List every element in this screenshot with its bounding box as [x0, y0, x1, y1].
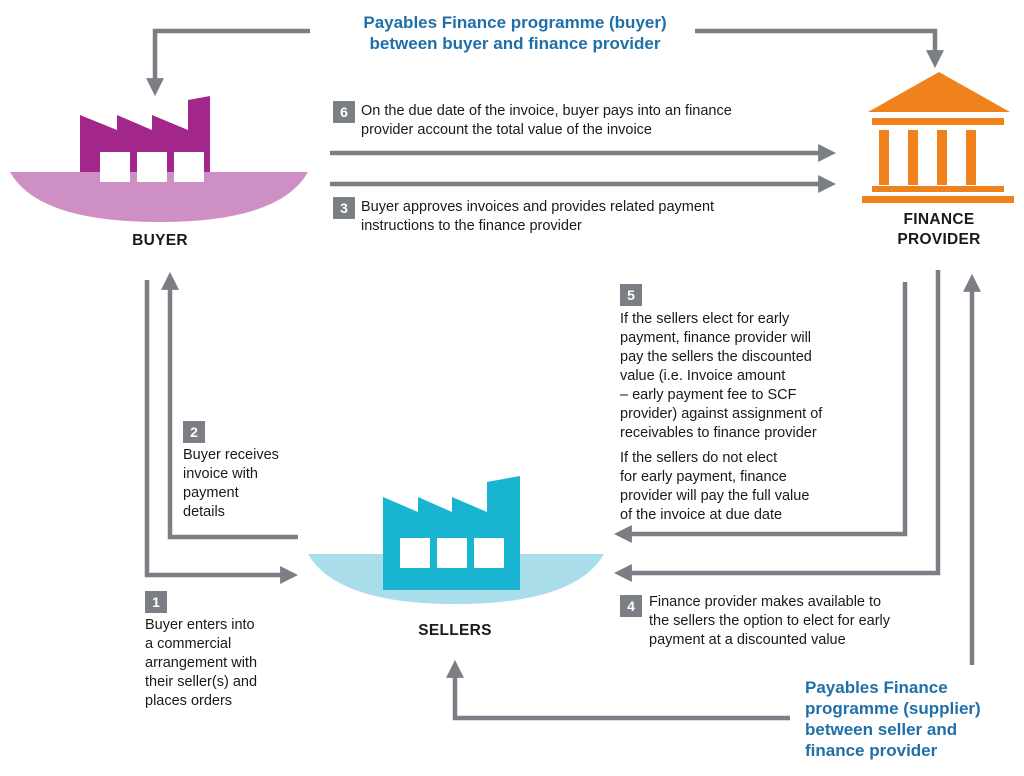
step-5-text: If the sellers elect for early payment, … [620, 311, 823, 441]
sellers-factory-icon [308, 476, 604, 604]
step-5: 5 If the sellers elect for early payment… [620, 284, 890, 525]
buyer-label: BUYER [132, 232, 188, 249]
step-3-text: Buyer approves invoices and provides rel… [361, 199, 715, 234]
step-1: 1 Buyer enters into a commercial arrange… [145, 591, 305, 711]
step-6-badge: 6 [333, 101, 355, 123]
step-4: 4 Finance provider makes available to th… [620, 593, 960, 650]
step-2: 2 Buyer receives invoice with payment de… [183, 421, 313, 522]
step-4-text: Finance provider makes available to the … [649, 594, 890, 648]
step-5-text-alt: If the sellers do not elect for early pa… [620, 450, 810, 523]
buyer-programme-title: Payables Finance programme (buyer) betwe… [363, 13, 667, 53]
step-6: 6 On the due date of the invoice, buyer … [333, 101, 843, 140]
supplier-programme-title: Payables Finance programme (supplier) be… [805, 678, 981, 760]
arrow-step4 [613, 270, 941, 582]
step-3-badge: 3 [333, 197, 355, 219]
arrow-step1 [144, 280, 299, 584]
sellers-label: SELLERS [418, 622, 492, 639]
arrow-step2 [161, 271, 298, 540]
arrow-programme-to-buyer [146, 28, 310, 97]
step-1-badge: 1 [145, 591, 167, 613]
step-2-badge: 2 [183, 421, 205, 443]
step-1-text: Buyer enters into a commercial arrangeme… [145, 617, 258, 709]
step-5-badge: 5 [620, 284, 642, 306]
arrow-programme-to-sellers [446, 659, 790, 721]
step-2-text: Buyer receives invoice with payment deta… [183, 447, 279, 520]
finance-provider-label: FINANCE PROVIDER [897, 211, 981, 248]
bank-building-icon [862, 72, 1014, 203]
step-6-text: On the due date of the invoice, buyer pa… [361, 103, 732, 138]
step-3: 3 Buyer approves invoices and provides r… [333, 197, 843, 236]
arrow-step5 [613, 282, 908, 543]
buyer-factory-icon [10, 96, 308, 222]
arrow-programme-to-finance [695, 28, 944, 69]
step-4-badge: 4 [620, 595, 642, 617]
